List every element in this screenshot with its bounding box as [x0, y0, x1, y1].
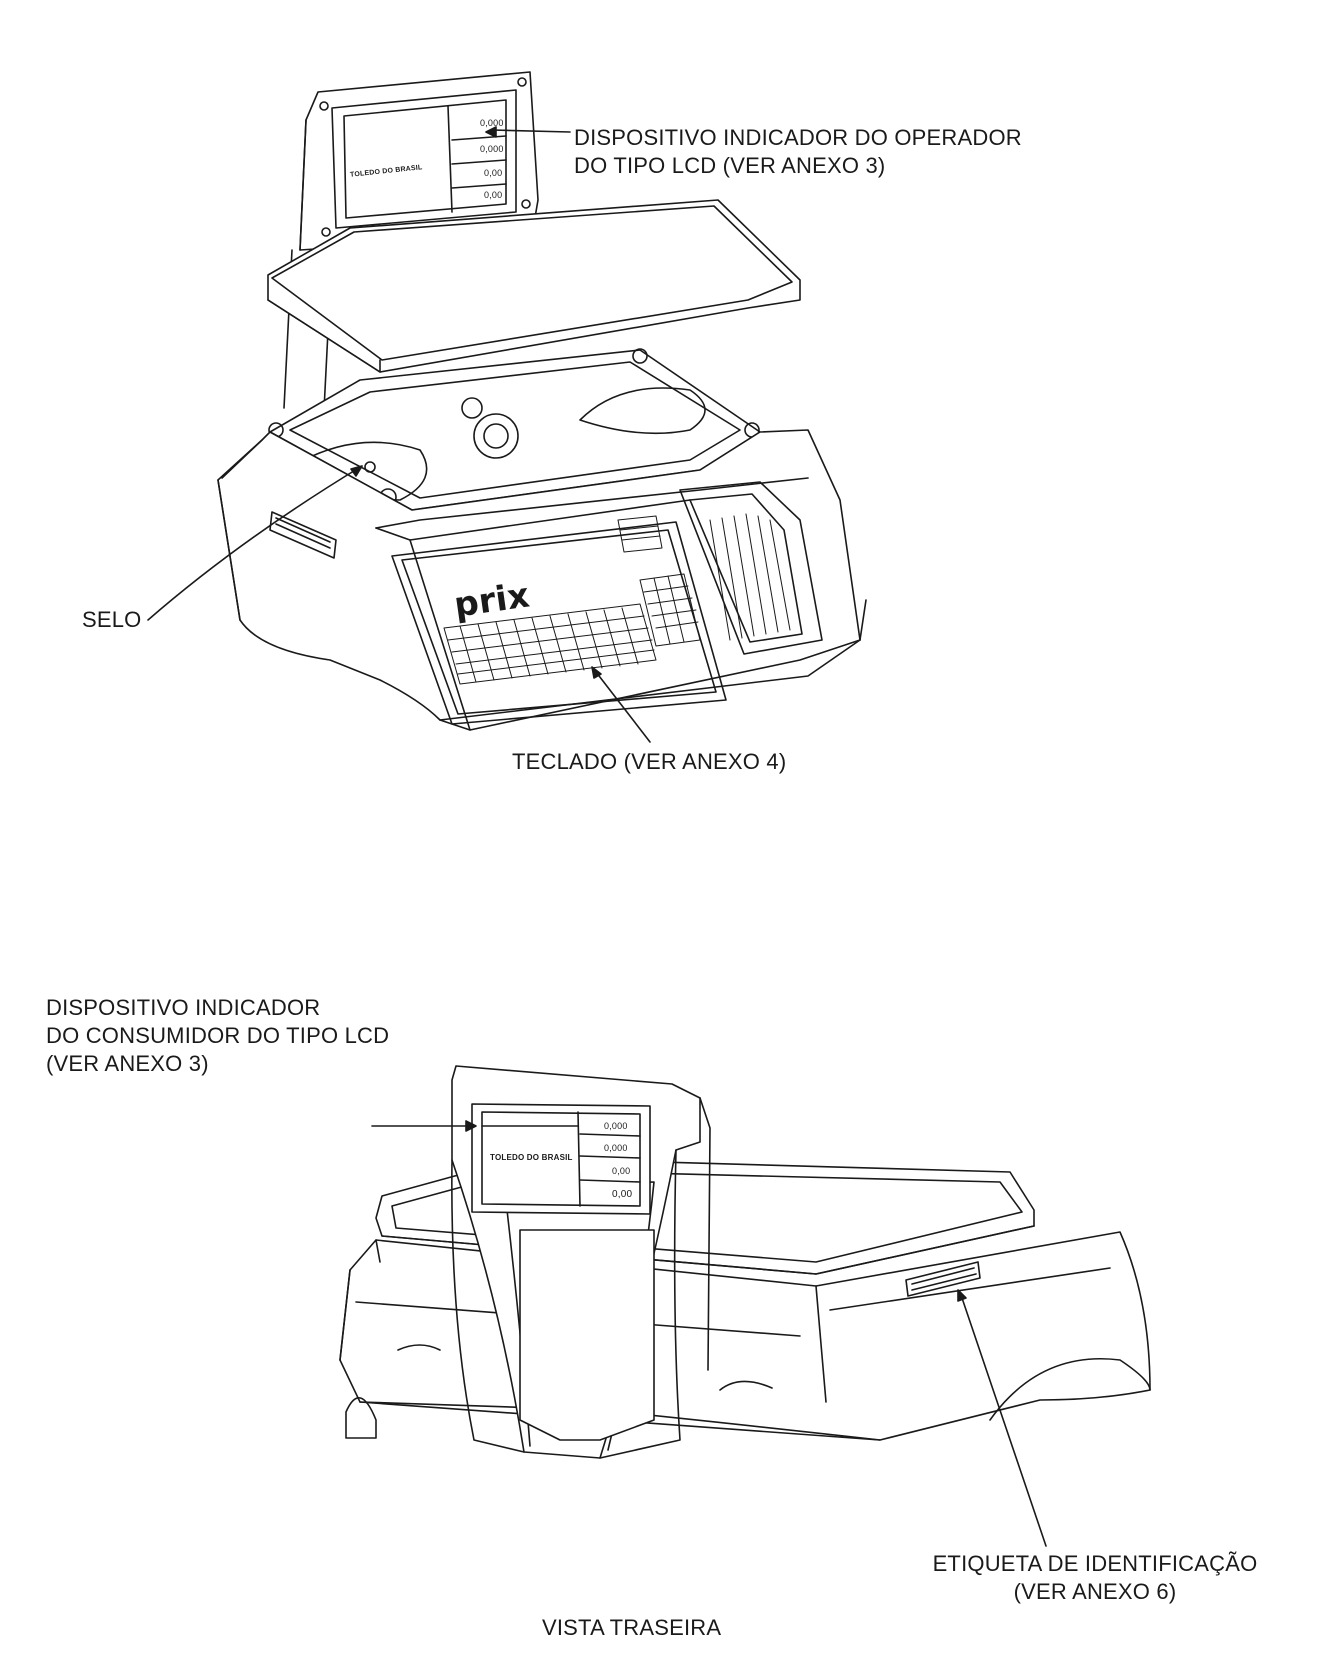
- consumer-lcd-value-3: 0,00: [612, 1166, 631, 1176]
- rear-view-caption: VISTA TRASEIRA: [542, 1615, 722, 1640]
- consumer-display-label: DISPOSITIVO INDICADOR DO CONSUMIDOR DO T…: [46, 994, 389, 1078]
- keyboard-label: TECLADO (VER ANEXO 4): [512, 749, 787, 774]
- id-label-callout-line1: ETIQUETA DE IDENTIFICAÇÃO: [932, 1551, 1258, 1576]
- consumer-lcd-value-2: 0,000: [604, 1143, 628, 1153]
- consumer-display-label-line3: (VER ANEXO 3): [46, 1051, 209, 1076]
- consumer-display-tower: [451, 1065, 711, 1459]
- operator-display-label-line2: DO TIPO LCD (VER ANEXO 3): [574, 153, 886, 178]
- consumer-lcd-value-4: 0,00: [612, 1189, 633, 1200]
- operator-display-tower: [283, 71, 539, 411]
- seal-label: SELO: [82, 607, 142, 632]
- rear-view-scale: [339, 1065, 1151, 1547]
- consumer-lcd-value-1: 0,000: [604, 1121, 628, 1131]
- operator-lcd-value-3: 0,00: [484, 168, 503, 178]
- operator-display-label: DISPOSITIVO INDICADOR DO OPERADOR DO TIP…: [574, 124, 1022, 180]
- consumer-display-label-line2: DO CONSUMIDOR DO TIPO LCD: [46, 1023, 390, 1048]
- brand-logo: prix: [451, 575, 533, 626]
- front-base-plate: [268, 348, 761, 511]
- consumer-lcd-name-text: TOLEDO DO BRASIL: [490, 1153, 573, 1162]
- consumer-display-label-line1: DISPOSITIVO INDICADOR: [46, 995, 321, 1020]
- operator-lcd-value-2: 0,000: [480, 144, 504, 154]
- front-view-scale: [147, 71, 867, 743]
- operator-display-label-line1: DISPOSITIVO INDICADOR DO OPERADOR: [574, 125, 1022, 150]
- id-label-callout-line2: (VER ANEXO 6): [1013, 1579, 1177, 1604]
- operator-lcd-value-4: 0,00: [484, 190, 503, 200]
- front-base-housing: [217, 429, 867, 731]
- id-label-callout: ETIQUETA DE IDENTIFICAÇÃO (VER ANEXO 6): [900, 1550, 1290, 1606]
- operator-lcd-value-1: 0,000: [480, 118, 504, 128]
- front-leader-lines: [147, 126, 651, 743]
- rear-leader-lines: [371, 1120, 1047, 1547]
- front-weighing-pan: [267, 199, 801, 373]
